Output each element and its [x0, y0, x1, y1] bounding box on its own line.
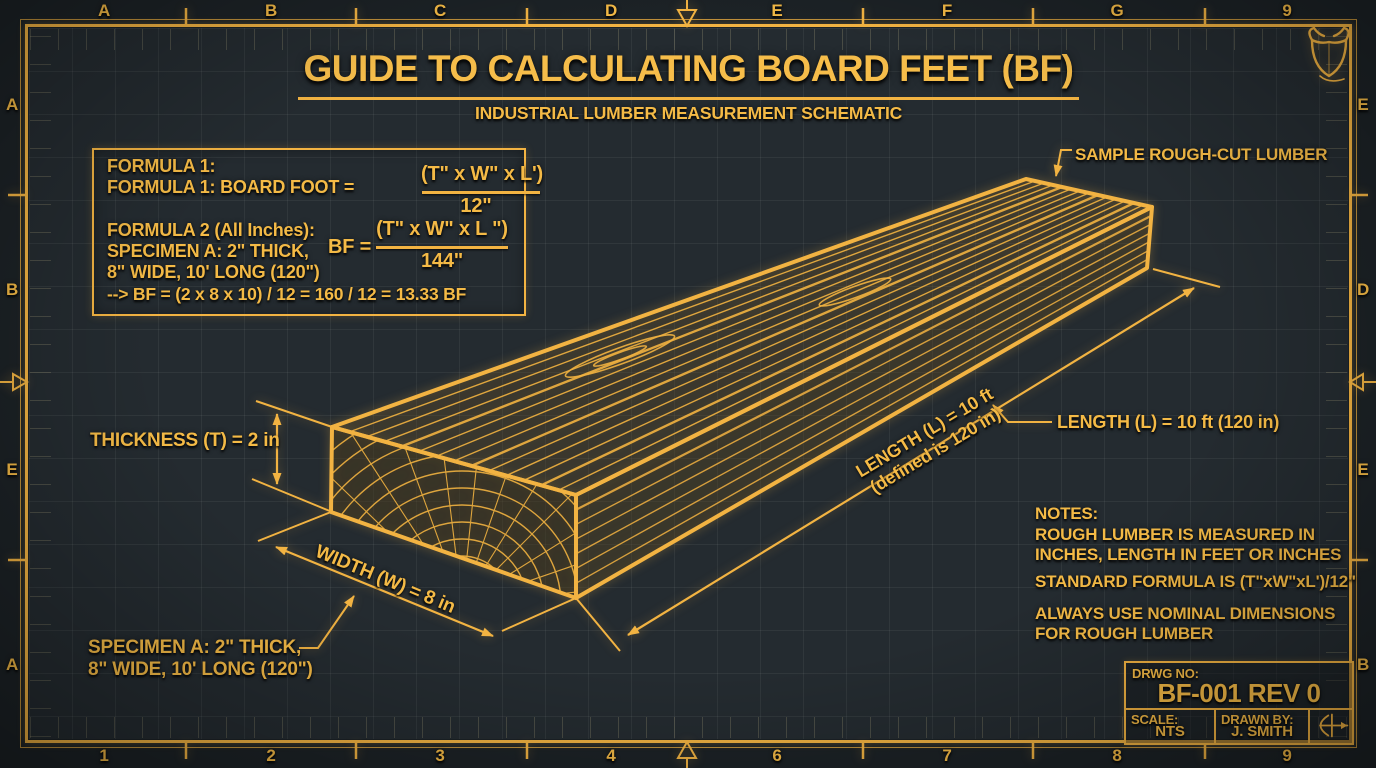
frame-inner-border	[25, 24, 1352, 743]
formula-line: 8" WIDE, 10' LONG (120")	[107, 262, 320, 282]
formula-line: FORMULA 1: BOARD FOOT =	[107, 177, 355, 197]
fraction1-bar	[422, 191, 540, 194]
zone-label-top: 9	[1282, 1, 1292, 20]
zone-label-top: B	[264, 1, 278, 20]
zone-label-bottom: 4	[606, 746, 616, 765]
sample-label: SAMPLE ROUGH-CUT LUMBER	[1075, 145, 1328, 164]
leader-lines	[299, 150, 1072, 648]
specimen-leader	[299, 595, 354, 648]
zone-label-right: E	[1357, 95, 1369, 114]
zone-label-left: A	[5, 655, 19, 674]
title-block-drawing-number: DRWG NO: BF-001 REV 0	[1126, 663, 1352, 710]
projection-symbol-icon	[1319, 713, 1349, 738]
formula-line: FORMULA 2 (All Inches):	[107, 220, 315, 240]
note-item: ALWAYS USE NOMINAL DIMENSIONS FOR ROUGH …	[1035, 604, 1336, 643]
drwg-no-value: BF-001 REV 0	[1157, 678, 1321, 708]
thickness-label: THICKNESS (T) = 2 in	[90, 430, 280, 451]
title-block-drawn-by: DRAWN BY: J. SMITH	[1216, 710, 1310, 743]
fraction1-numerator: (T" x W" x L')	[420, 163, 544, 185]
zone-label-bottom: 3	[435, 746, 445, 765]
drawn-by-label: DRAWN BY:	[1221, 712, 1294, 727]
page-title: GUIDE TO CALCULATING BOARD FEET (BF)	[297, 48, 1080, 100]
lumber-board	[198, 179, 1152, 768]
title-block: DRWG NO: BF-001 REV 0 SCALE: NTS DRAWN B…	[1124, 661, 1354, 745]
zone-label-bottom: 8	[1112, 746, 1122, 765]
note-item: STANDARD FORMULA IS (T"xW"xL')/12"	[1035, 572, 1356, 591]
title-block-scale: SCALE: NTS	[1126, 710, 1216, 743]
fraction1-denominator: 12"	[460, 195, 492, 217]
zone-label-right: D	[1356, 280, 1370, 299]
formula-line: FORMULA 1:	[107, 156, 216, 176]
zone-label-top: G	[1110, 1, 1124, 20]
zone-label-right: B	[1356, 655, 1370, 674]
bf-equals: BF =	[328, 236, 372, 258]
zone-label-top: F	[941, 1, 953, 20]
zone-label-left: A	[5, 95, 19, 114]
specimen-label: SPECIMEN A: 2" THICK, 8" WIDE, 10' LONG …	[88, 637, 313, 681]
sample-leader	[1053, 150, 1072, 177]
drwg-no-label: DRWG NO:	[1132, 666, 1199, 681]
scale-label: SCALE:	[1131, 712, 1179, 727]
length-note-label: LENGTH (L) = 10 ft (120 in)	[1057, 412, 1280, 432]
zone-label-right: E	[1357, 460, 1369, 479]
projection-symbol-cell	[1310, 710, 1352, 743]
zone-label-bottom: 1	[99, 746, 109, 765]
frame-zone-ticks	[8, 8, 1368, 759]
zone-label-left: E	[6, 460, 18, 479]
zone-label-bottom: 7	[942, 746, 952, 765]
header: GUIDE TO CALCULATING BOARD FEET (BF)	[29, 48, 1348, 100]
formula-line: SPECIMEN A: 2" THICK,	[107, 241, 309, 261]
zone-label-top: D	[604, 1, 618, 20]
owl-shield-logo	[1298, 24, 1360, 90]
length-note-leader	[993, 404, 1052, 422]
fraction2-denominator: 144"	[420, 250, 464, 272]
zone-label-bottom: 9	[1282, 746, 1292, 765]
zone-label-top: A	[97, 1, 111, 20]
zone-label-top: E	[771, 1, 783, 20]
zone-label-bottom: 2	[266, 746, 276, 765]
specimen-line2: 8" WIDE, 10' LONG (120")	[88, 659, 313, 680]
fraction2-numerator: (T" x W" x L ")	[376, 218, 508, 240]
zone-label-bottom: 6	[772, 746, 782, 765]
notes-heading: NOTES:	[1035, 504, 1099, 523]
drawn-by-value: J. SMITH	[1231, 723, 1293, 740]
frame-outer-border	[20, 19, 1357, 748]
specimen-line1: SPECIMEN A: 2" THICK,	[88, 637, 302, 658]
page-subtitle: INDUSTRIAL LUMBER MEASUREMENT SCHEMATIC	[474, 103, 903, 123]
fraction2-bar	[376, 246, 508, 249]
thickness-dimension	[252, 401, 338, 514]
zone-label-left: B	[5, 280, 19, 299]
zone-label-top: C	[433, 1, 447, 20]
width-dimension	[258, 512, 576, 636]
formula-line: --> BF = (2 x 8 x 10) / 12 = 160 / 12 = …	[107, 284, 467, 304]
note-item: ROUGH LUMBER IS MEASURED IN INCHES, LENG…	[1035, 525, 1342, 564]
scale-value: NTS	[1155, 723, 1185, 740]
formula-box: FORMULA 1: FORMULA 1: BOARD FOOT = (T" x…	[92, 148, 543, 316]
length-dimension	[576, 269, 1220, 651]
